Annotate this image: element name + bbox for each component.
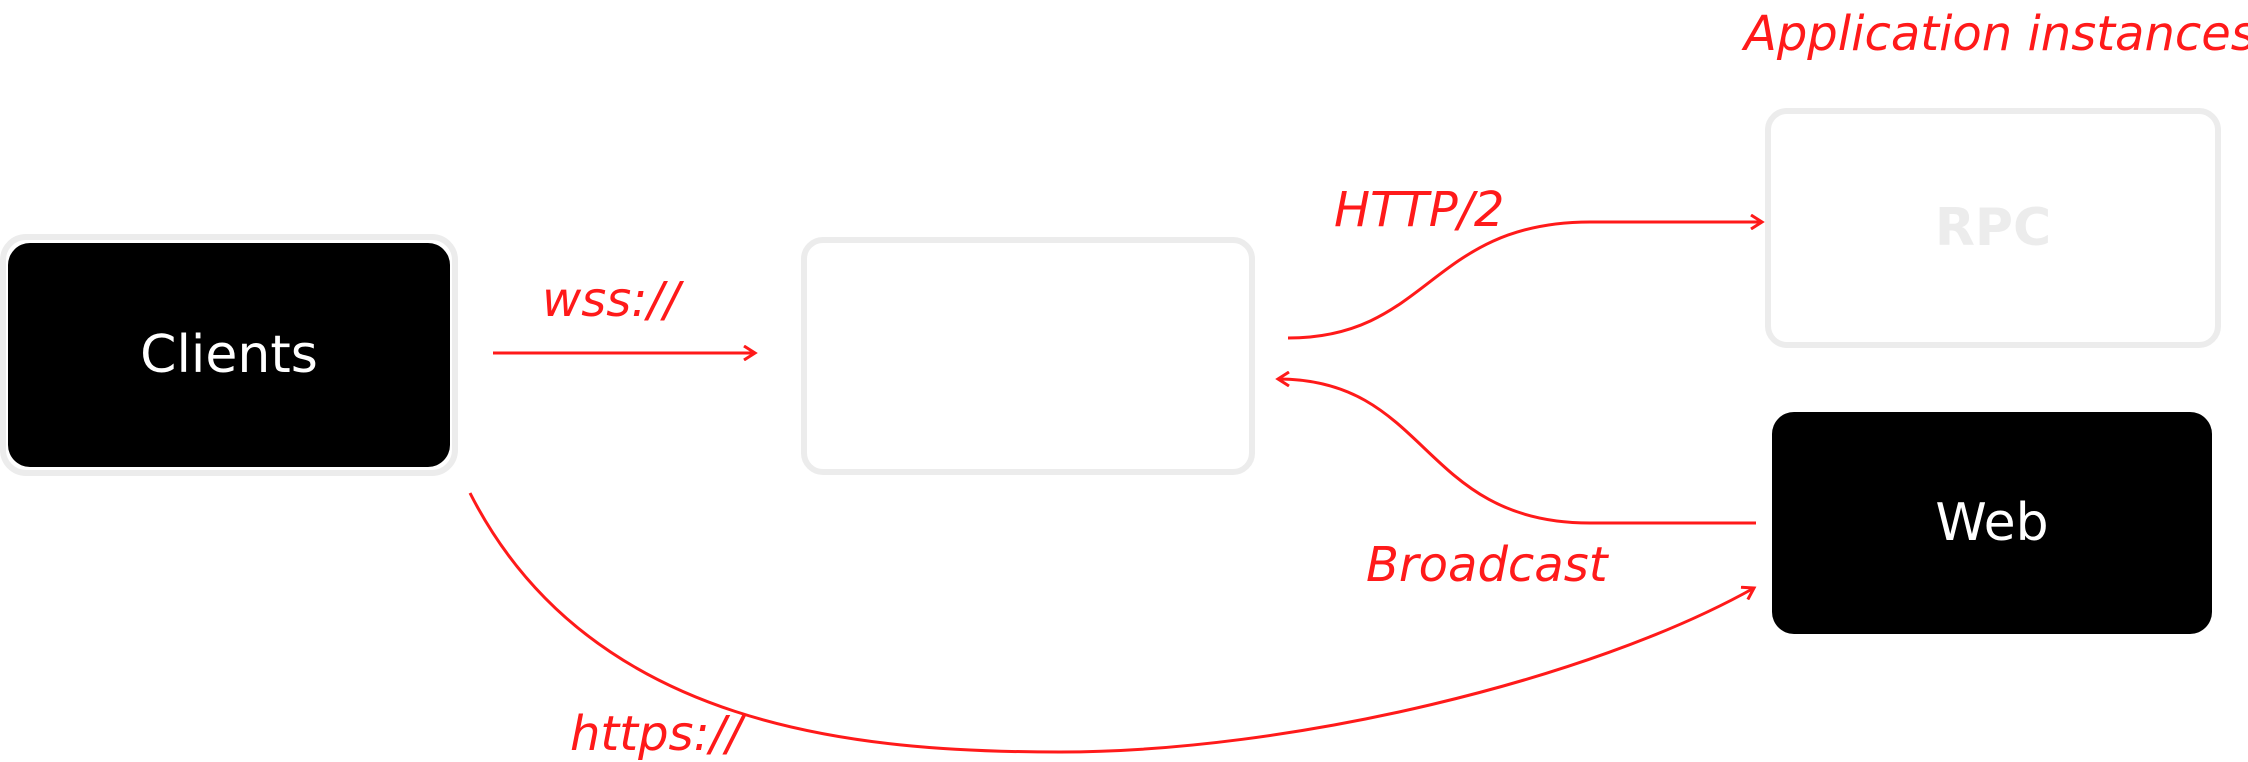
edge-label-https: https:// [570,706,743,762]
rpc-node[interactable]: RPC [1765,108,2221,348]
edge-label-wss: wss:// [542,272,680,328]
edge-web-to-server [1278,379,1756,525]
rpc-node-label: RPC [1934,198,2052,258]
clients-node-label: Clients [140,325,318,385]
server-node[interactable] [801,237,1255,475]
application-instances-label: Application instances [1744,6,2248,62]
edge-label-broadcast: Broadcast [1366,537,1608,593]
edge-clients-to-web [468,492,1754,754]
clients-node[interactable]: Clients [8,243,450,467]
web-node[interactable]: Web [1772,412,2212,634]
edge-server-to-rpc [1287,222,1762,340]
edge-label-http2: HTTP/2 [1334,182,1505,238]
web-node-label: Web [1935,493,2049,553]
